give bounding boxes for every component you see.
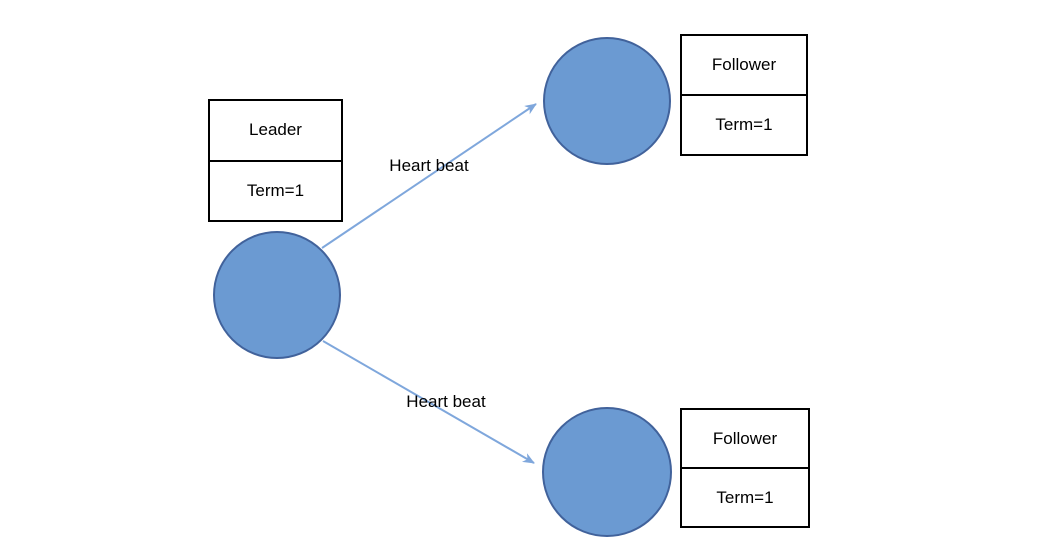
leader-label-box: Leader Term=1 [208,99,343,222]
leader-term-label: Term=1 [210,159,341,221]
follower-bottom-label-box: Follower Term=1 [680,408,810,528]
follower-top-term-label: Term=1 [682,94,806,154]
follower-bottom-term-label: Term=1 [682,467,808,526]
heartbeat-label-bottom: Heart beat [406,392,486,411]
heartbeat-label-top: Heart beat [389,156,469,175]
follower-bottom-role-label: Follower [712,428,778,448]
leader-role-label: Leader [249,120,302,140]
follower-top-node-circle [543,37,671,165]
follower-top-label-box: Follower Term=1 [680,34,808,156]
leader-node-circle [213,231,341,359]
follower-top-role-label: Follower [711,55,777,74]
heartbeat-arrow-bottom [322,340,535,464]
heartbeat-arrow-top [321,103,537,249]
follower-bottom-node-circle [542,407,672,537]
